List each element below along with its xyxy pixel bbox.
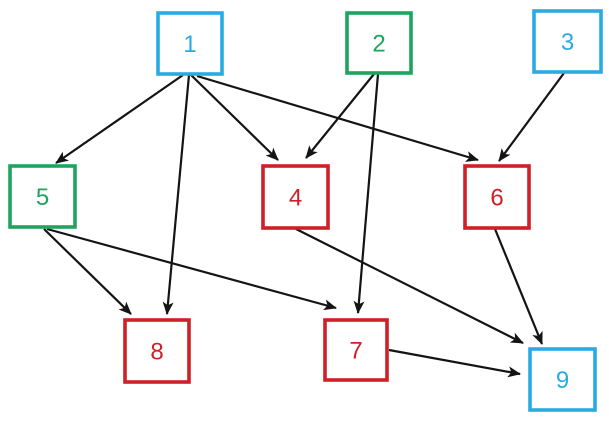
node-1-box	[156, 11, 224, 76]
node-9-label: 9	[556, 367, 569, 394]
edge-2-to-4	[305, 73, 375, 159]
node-7-box	[323, 318, 389, 382]
node-4-box	[261, 164, 330, 230]
node-9: 9	[528, 347, 597, 412]
edge-2-to-7	[353, 73, 380, 314]
edge-4-to-9	[295, 228, 524, 344]
node-6-label: 6	[490, 185, 503, 212]
edge-1-to-5	[55, 74, 184, 164]
edge-1-to-8	[162, 74, 191, 315]
node-7: 7	[323, 318, 389, 382]
node-5: 5	[8, 164, 77, 229]
node-5-label: 5	[36, 184, 49, 211]
node-8: 8	[123, 318, 191, 384]
node-8-label: 8	[150, 339, 163, 366]
node-8-box	[123, 318, 191, 384]
node-3: 3	[532, 9, 603, 74]
edge-7-to-9	[388, 348, 521, 378]
node-3-box	[532, 9, 603, 74]
node-6: 6	[463, 164, 531, 230]
node-5-box	[8, 164, 77, 229]
node-1-label: 1	[183, 31, 196, 58]
node-2-label: 2	[372, 31, 385, 58]
node-4-label: 4	[289, 185, 302, 212]
node-4: 4	[261, 164, 330, 230]
node-3-label: 3	[561, 29, 574, 56]
edge-5-to-8	[43, 228, 132, 315]
node-9-box	[528, 347, 597, 412]
node-1: 1	[156, 11, 224, 76]
edge-5-to-7	[46, 227, 337, 311]
node-6-box	[463, 164, 531, 230]
node-2: 2	[345, 11, 413, 75]
edge-3-to-6	[498, 72, 565, 162]
edge-6-to-9	[493, 228, 544, 345]
node-2-box	[345, 11, 413, 75]
edge-1-to-4	[190, 74, 279, 161]
node-7-label: 7	[349, 338, 362, 365]
